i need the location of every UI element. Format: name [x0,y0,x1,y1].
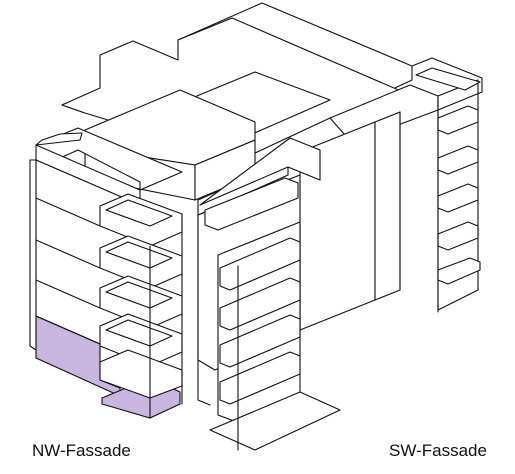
left-balcony-4-inner [105,319,173,347]
left-wing-side [29,159,37,351]
center-base-slab [209,391,341,451]
left-floor-4 [35,315,101,345]
right-loggia-stack [399,57,483,313]
left-balcony-stack [99,193,183,419]
left-floor-1 [35,197,101,227]
sw-facade-label: SW-Fassade [389,441,487,460]
center-balcony-1 [219,237,301,291]
left-balcony-3-inner [105,281,173,309]
center-balcony-2 [219,277,301,331]
center-column-edge [197,214,211,406]
center-balcony-3 [219,314,301,368]
right-block-side [374,111,401,301]
right-loggia-frame [411,57,483,111]
left-balcony-1-inner [105,199,173,227]
left-wing-parapet [35,132,83,146]
roof-terrace-floor [199,137,321,206]
right-loggia-top [415,67,481,91]
nw-facade-label: NW-Fassade [32,441,131,460]
center-balcony-4 [219,351,301,405]
center-balcony-tower [209,221,341,451]
left-balcony-2-inner [105,241,173,269]
left-floor-3 [35,279,101,309]
center-balcony-top [204,177,299,231]
left-floor-2 [35,239,101,269]
